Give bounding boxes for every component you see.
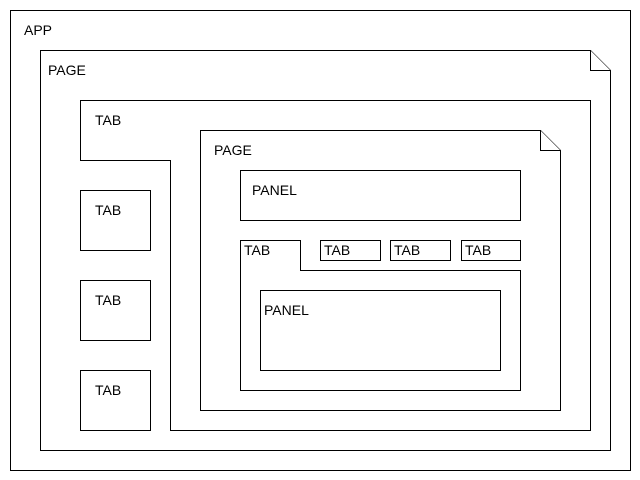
inner-page-fold-icon bbox=[540, 130, 561, 151]
outer-side-tab[interactable]: TAB bbox=[80, 280, 151, 341]
top-panel-frame bbox=[240, 170, 521, 221]
outer-page-label: PAGE bbox=[48, 62, 86, 78]
outer-side-tab-label: TAB bbox=[95, 382, 121, 398]
outer-side-tab[interactable]: TAB bbox=[80, 190, 151, 251]
outer-side-tab-frame[interactable] bbox=[80, 370, 151, 431]
outer-active-tab-label: TAB bbox=[95, 112, 121, 128]
top-panel: PANEL bbox=[240, 170, 521, 221]
app-label: APP bbox=[24, 22, 52, 38]
inner-page: PAGE PANEL TAB TAB TAB TAB bbox=[200, 130, 561, 411]
inner-panel-label: PANEL bbox=[264, 302, 309, 318]
top-panel-label: PANEL bbox=[252, 182, 297, 198]
inner-tab[interactable]: TAB bbox=[390, 240, 451, 261]
inner-panel: PANEL bbox=[260, 290, 501, 371]
outer-page-fold-icon bbox=[590, 50, 611, 71]
inner-tab-frame[interactable] bbox=[461, 240, 521, 261]
inner-tab-group: TAB TAB TAB TAB PANEL bbox=[240, 240, 521, 391]
outer-side-tab-label: TAB bbox=[95, 292, 121, 308]
outer-side-tab-label: TAB bbox=[95, 202, 121, 218]
inner-page-label: PAGE bbox=[214, 142, 252, 158]
inner-tab-label: TAB bbox=[465, 242, 491, 258]
inner-active-tab-label: TAB bbox=[244, 242, 270, 258]
outer-side-tab-frame[interactable] bbox=[80, 280, 151, 341]
outer-side-tab-frame[interactable] bbox=[80, 190, 151, 251]
inner-tab-frame[interactable] bbox=[390, 240, 451, 261]
inner-tab-label: TAB bbox=[324, 242, 350, 258]
inner-tab-label: TAB bbox=[394, 242, 420, 258]
inner-panel-frame bbox=[260, 290, 501, 371]
inner-tab[interactable]: TAB bbox=[320, 240, 381, 261]
outer-side-tab[interactable]: TAB bbox=[80, 370, 151, 431]
inner-tab[interactable]: TAB bbox=[461, 240, 521, 261]
inner-tab-frame[interactable] bbox=[320, 240, 381, 261]
